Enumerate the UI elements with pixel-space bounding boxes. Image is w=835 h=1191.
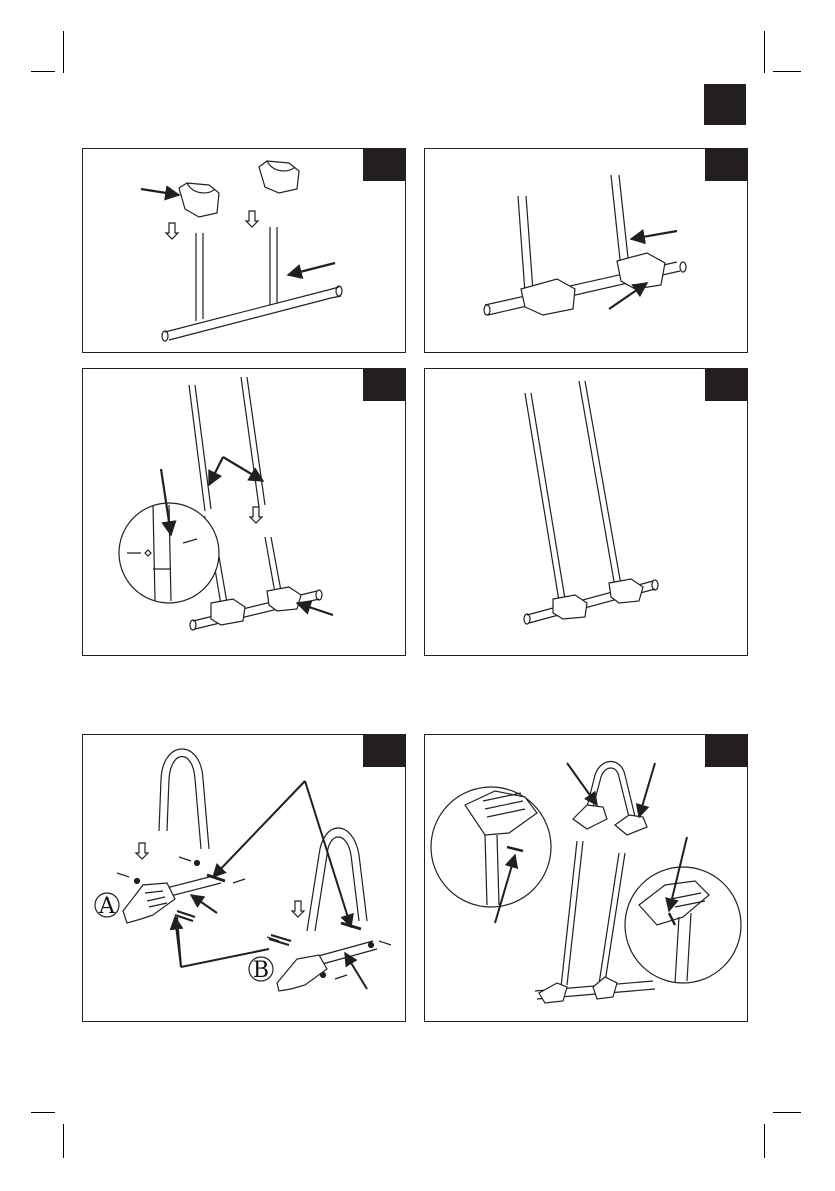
crop-mark bbox=[63, 31, 64, 73]
illustration: A B bbox=[83, 735, 406, 1022]
step-panel-5: A B bbox=[82, 734, 406, 1022]
step-panel-1 bbox=[82, 148, 406, 353]
illustration bbox=[425, 369, 748, 656]
label-b: B bbox=[253, 958, 269, 983]
illustration bbox=[83, 149, 406, 353]
crop-mark bbox=[31, 71, 55, 72]
crop-mark bbox=[773, 71, 801, 72]
crop-mark bbox=[764, 31, 765, 73]
step-panel-3 bbox=[82, 368, 406, 656]
illustration bbox=[425, 149, 748, 353]
illustration bbox=[83, 369, 406, 656]
step-panel-4 bbox=[424, 368, 748, 656]
step-panel-2 bbox=[424, 148, 748, 353]
crop-mark bbox=[63, 1124, 64, 1158]
crop-mark bbox=[31, 1112, 55, 1113]
illustration bbox=[425, 735, 748, 1022]
label-a: A bbox=[98, 894, 116, 919]
step-panel-6 bbox=[424, 734, 748, 1022]
crop-mark bbox=[773, 1112, 801, 1113]
crop-mark bbox=[764, 1124, 765, 1158]
page-tab bbox=[704, 84, 746, 125]
